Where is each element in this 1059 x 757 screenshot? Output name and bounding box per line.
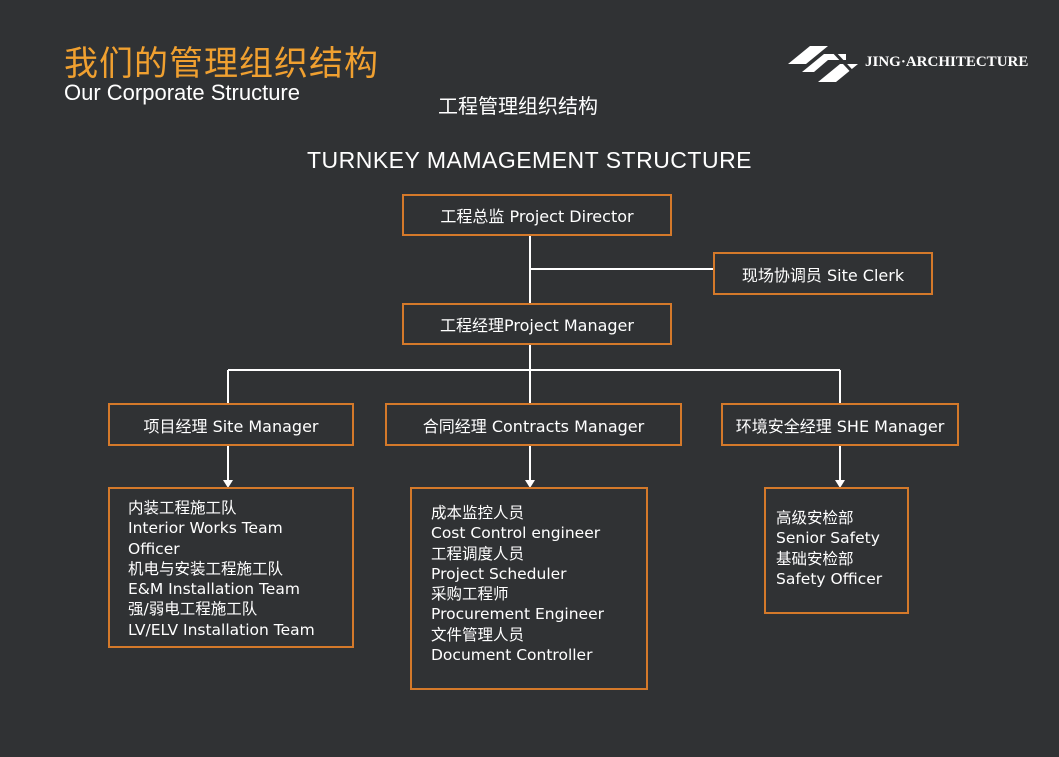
contracts-team-line: Procurement Engineer (431, 605, 604, 624)
diagram-title: TURNKEY MAMAGEMENT STRUCTURE (306, 147, 753, 173)
node-project-director-label: 工程总监 Project Director (440, 207, 634, 226)
arrow-site-team-icon (223, 480, 233, 488)
site-team-line: Officer (128, 539, 180, 558)
node-project-manager: 工程经理Project Manager (402, 303, 672, 345)
arrow-she-team-icon (835, 480, 845, 488)
site-team-line: E&M Installation Team (128, 580, 300, 599)
node-she-manager: 环境安全经理 SHE Manager (721, 403, 959, 446)
contracts-team-line: Document Controller (431, 646, 593, 665)
contracts-team-line: Cost Control engineer (431, 524, 601, 543)
node-project-director: 工程总监 Project Director (402, 194, 672, 236)
site-team-box: 内装工程施工队 Interior Works Team Officer 机电与安… (108, 487, 354, 648)
page-title-cn: 我们的管理组织结构 (64, 44, 379, 84)
site-team-line: Interior Works Team (128, 519, 283, 538)
node-site-clerk-label: 现场协调员 Site Clerk (741, 265, 905, 285)
node-site-manager-label: 项目经理 Site Manager (143, 416, 319, 436)
node-site-clerk: 现场协调员 Site Clerk (713, 252, 933, 295)
contracts-team-line: 成本监控人员 (431, 504, 525, 522)
she-team-line: 基础安检部 (776, 549, 854, 568)
contracts-team-line: Project Scheduler (431, 564, 567, 583)
she-team-line: Safety Officer (776, 569, 883, 588)
arrow-contracts-team-icon (525, 480, 535, 488)
node-project-manager-label: 工程经理Project Manager (440, 316, 634, 335)
node-contracts-manager: 合同经理 Contracts Manager (385, 403, 682, 446)
company-logo-icon (788, 46, 862, 82)
company-logo-text: JING·ARCHITECTURE (865, 54, 1029, 70)
she-team-box: 高级安检部 Senior Safety 基础安检部 Safety Officer (764, 487, 909, 614)
page-subtitle-cn: 工程管理组织结构 (438, 94, 598, 118)
contracts-team-box: 成本监控人员 Cost Control engineer 工程调度人员 Proj… (410, 487, 648, 690)
contracts-team-line: 采购工程师 (431, 585, 509, 604)
site-team-line: 强/弱电工程施工队 (128, 600, 258, 619)
contracts-team-line: 文件管理人员 (431, 625, 525, 644)
node-contracts-manager-label: 合同经理 Contracts Manager (422, 416, 645, 436)
node-site-manager: 项目经理 Site Manager (108, 403, 354, 446)
site-team-line: LV/ELV Installation Team (128, 620, 315, 639)
site-team-line: 机电与安装工程施工队 (128, 559, 284, 578)
site-team-line: 内装工程施工队 (128, 499, 237, 517)
page-title-en: Our Corporate Structure (64, 80, 300, 105)
she-team-line: 高级安检部 (776, 509, 854, 527)
node-she-manager-label: 环境安全经理 SHE Manager (735, 416, 945, 436)
contracts-team-line: 工程调度人员 (431, 544, 525, 563)
she-team-line: Senior Safety (776, 529, 880, 548)
